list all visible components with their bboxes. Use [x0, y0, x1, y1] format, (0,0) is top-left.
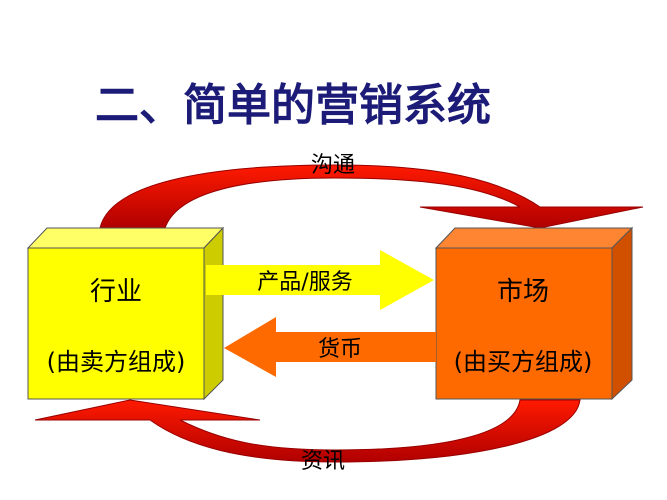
products-services-arrow	[206, 250, 434, 310]
bottom-cycle-arrow	[34, 399, 581, 463]
industry-subtitle: (由卖方组成)	[47, 348, 186, 376]
products-services-label: 产品/服务	[257, 270, 352, 295]
market-title: 市场	[497, 277, 549, 307]
money-label: 货币	[318, 337, 362, 362]
page-title: 二、简单的营销系统	[95, 80, 491, 131]
top-cycle-arrow	[99, 164, 644, 229]
information-label: 资讯	[301, 449, 345, 474]
money-arrow	[224, 317, 436, 377]
market-box	[434, 226, 634, 401]
market-subtitle: (由买方组成)	[454, 348, 593, 376]
communication-label: 沟通	[311, 153, 355, 178]
industry-title: 行业	[90, 277, 142, 307]
